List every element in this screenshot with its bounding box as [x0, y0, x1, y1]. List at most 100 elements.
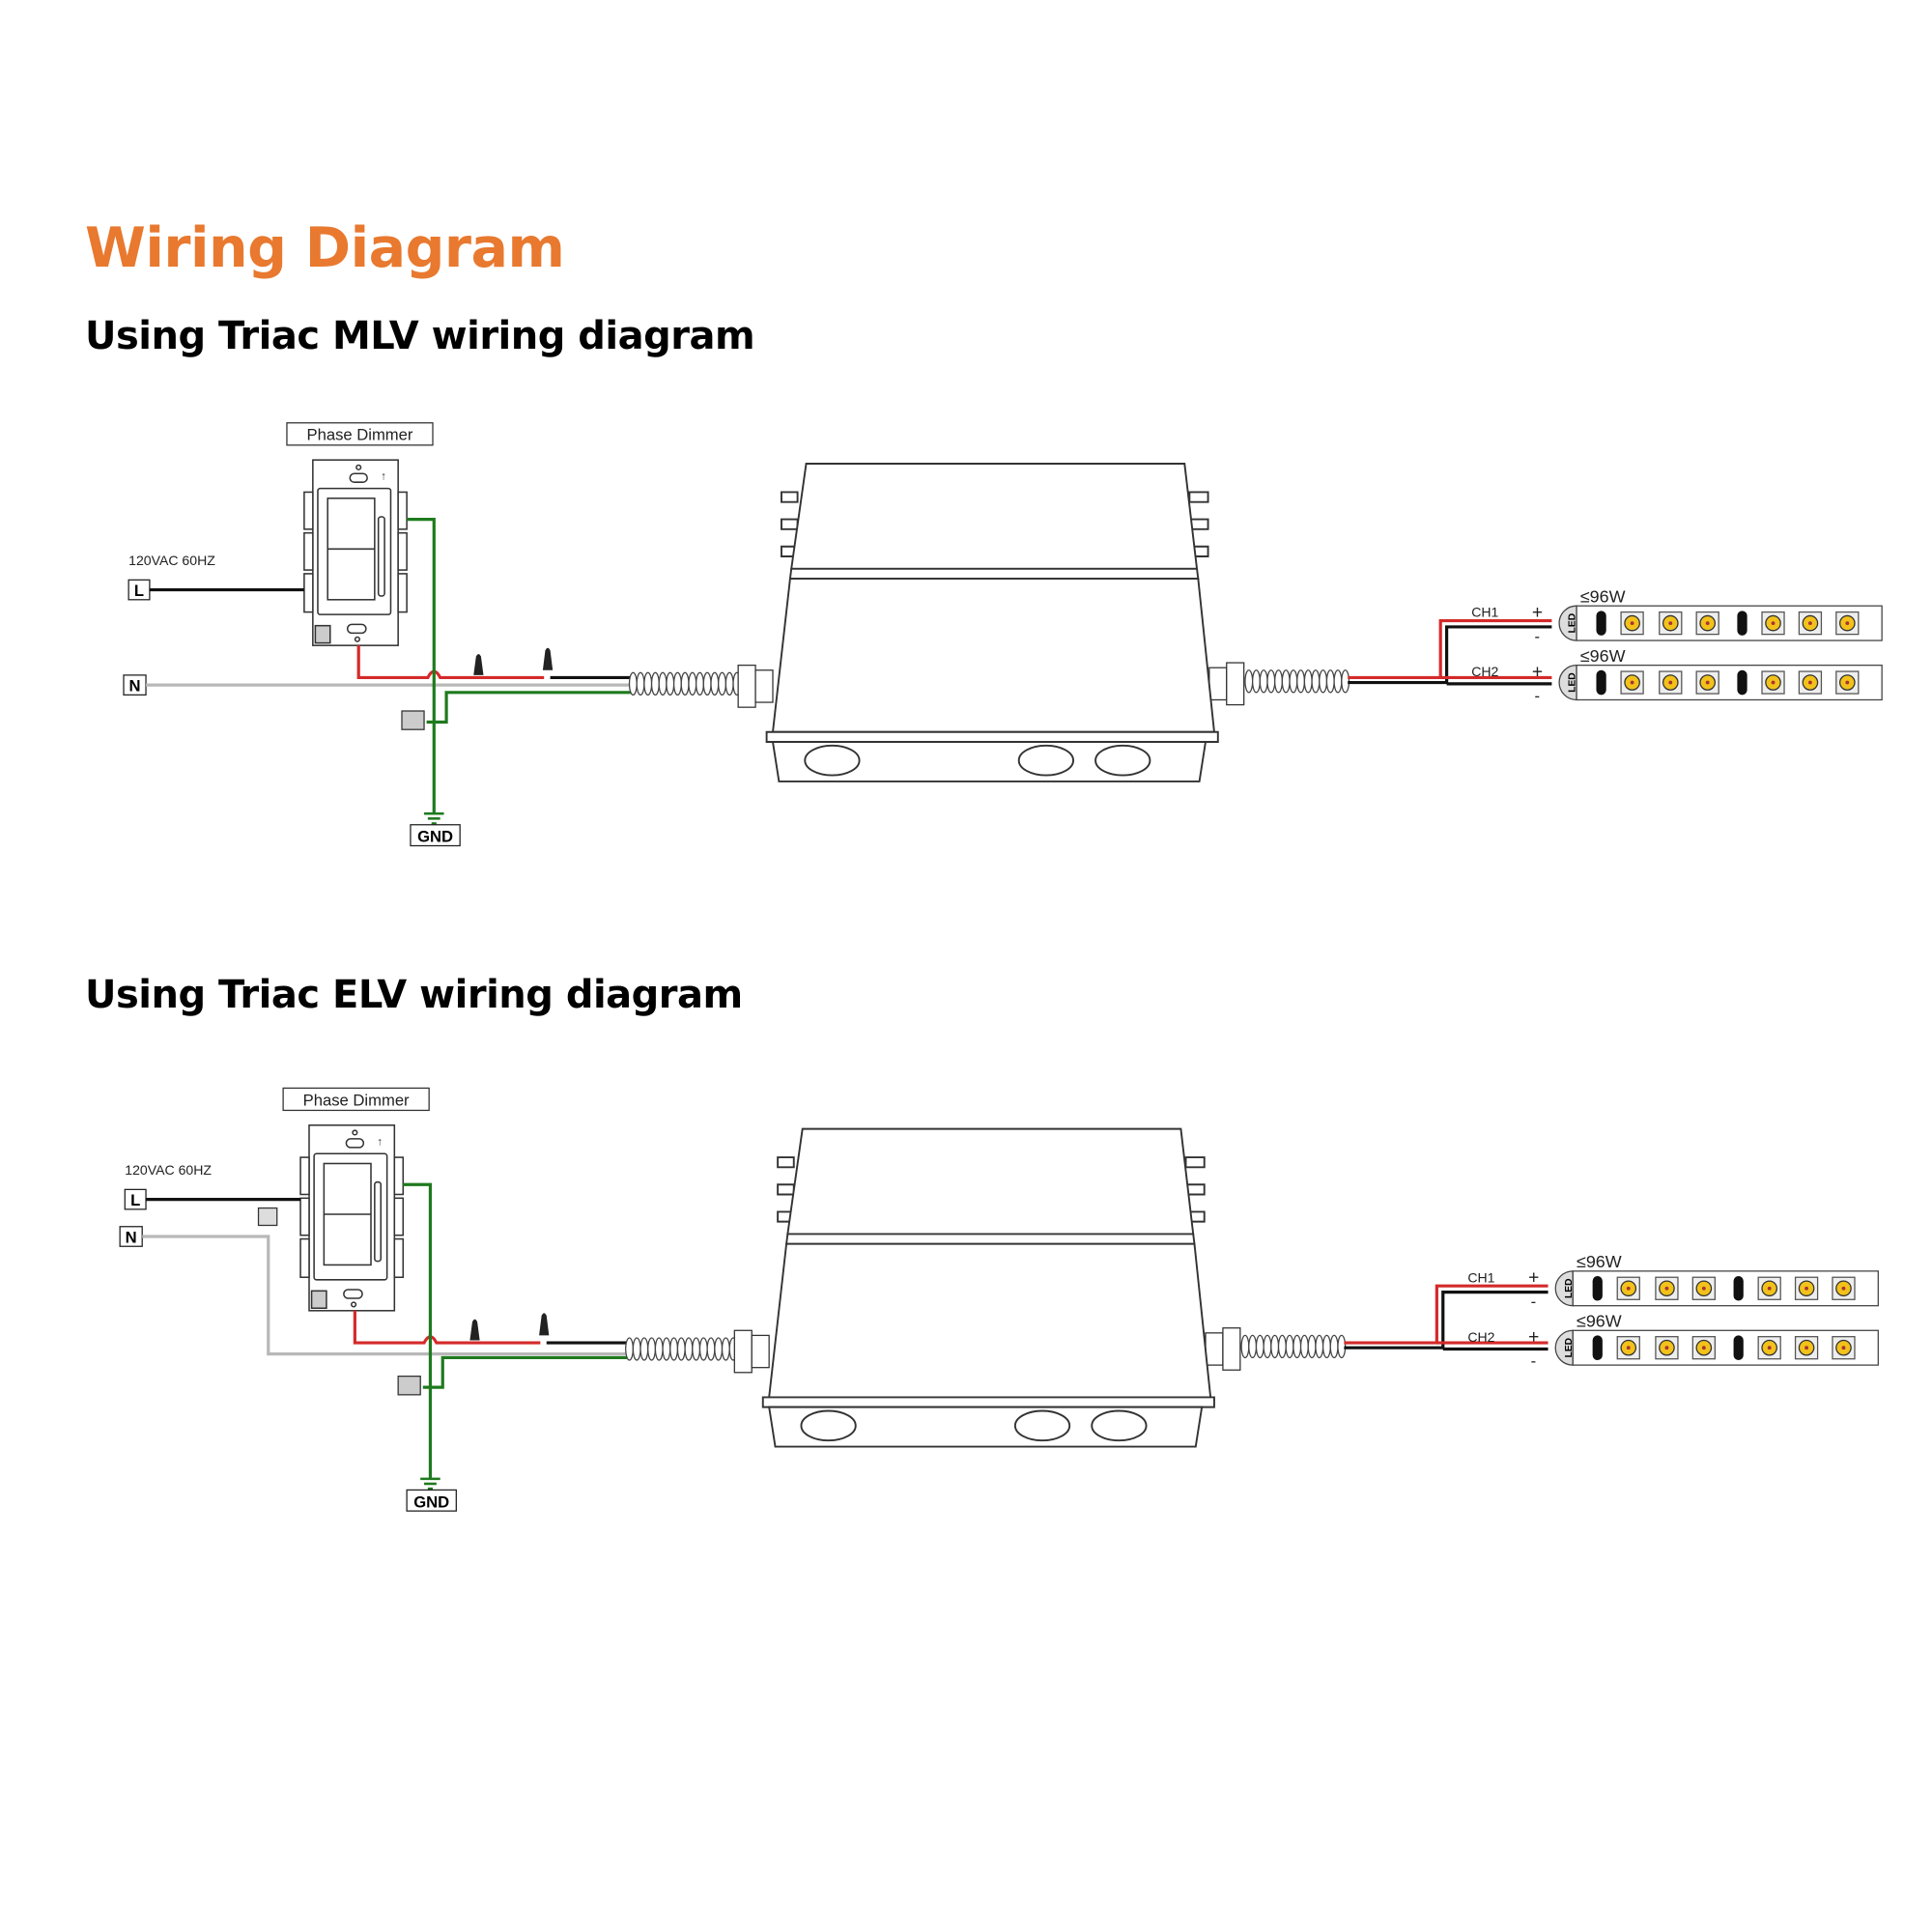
led-chip-icon [1835, 670, 1860, 695]
led-chip-icon [1832, 1336, 1856, 1360]
ground-wire [403, 1182, 433, 1479]
resistor-icon [1592, 1335, 1603, 1360]
ground-terminal: GND [406, 1489, 457, 1512]
led-chip-icon [1794, 1336, 1819, 1360]
led-chip-icon [1798, 670, 1823, 695]
led-chip-icon [1794, 1276, 1819, 1300]
resistor-icon [1733, 1335, 1744, 1360]
wire-nut-icon [539, 1313, 550, 1336]
phase-dimmer-text: Phase Dimmer [303, 1091, 410, 1109]
supply-voltage-label: 120VAC 60HZ [128, 553, 215, 568]
led-chip-icon [1616, 1276, 1640, 1300]
ground-wire [407, 518, 436, 814]
dimmed-live-wire [356, 645, 545, 680]
led-connector-icon [1558, 605, 1577, 641]
led-chip-icon [1659, 670, 1683, 695]
wire-nut-icon [469, 1319, 480, 1341]
led-connector-text: LED [1568, 672, 1578, 692]
resistor-icon [1596, 669, 1606, 696]
power-rating: ≤96W [1577, 1311, 1622, 1330]
led-chip-icon [1761, 611, 1785, 636]
led-chip-icon [1761, 670, 1785, 695]
led-connector-icon [1558, 664, 1577, 701]
neutral-connector-icon [257, 1207, 278, 1227]
phase-dimmer-label: Phase Dimmer [286, 422, 434, 446]
power-rating: ≤96W [1580, 646, 1626, 666]
led-connector-icon [1554, 1270, 1574, 1307]
input-conduit-icon [625, 1329, 770, 1374]
neutral-terminal: N [123, 674, 147, 696]
led-chip-icon [1835, 611, 1860, 636]
minus-sign: - [1534, 627, 1540, 645]
neutral-terminal-text: N [129, 677, 141, 696]
ground-wire-driver [422, 1355, 627, 1389]
ground-symbol-icon [424, 811, 444, 825]
line-terminal: L [124, 1188, 147, 1210]
led-chip-icon [1757, 1276, 1781, 1300]
resistor-icon [1592, 1275, 1603, 1301]
led-chip-icon [1620, 670, 1644, 695]
output-conduit-icon [1208, 662, 1350, 706]
mlv-diagram-heading: Using Triac MLV wiring diagram [85, 314, 755, 358]
resistor-icon [1737, 669, 1747, 696]
led-chip-icon [1655, 1336, 1679, 1360]
led-chip-icon [1616, 1336, 1640, 1360]
led-chip-icon [1757, 1336, 1781, 1360]
led-connector-icon [1554, 1329, 1574, 1366]
minus-sign: - [1531, 1351, 1537, 1370]
resistor-icon [1733, 1275, 1744, 1301]
dimmer-switch-icon: ↑ [299, 1124, 405, 1312]
ground-terminal-text: GND [413, 1492, 449, 1511]
ground-terminal-text: GND [417, 828, 453, 846]
plus-sign: + [1532, 662, 1543, 682]
line-terminal-text: L [134, 582, 144, 600]
dimmed-live-wire [353, 1310, 541, 1345]
led-chip-icon [1695, 611, 1719, 636]
led-chip-icon [1691, 1276, 1717, 1300]
ground-terminal: GND [410, 824, 461, 847]
dimmer-switch-icon: ↑ [303, 459, 408, 646]
neutral-wire [142, 1235, 627, 1356]
phase-dimmer-label: Phase Dimmer [282, 1087, 430, 1112]
power-rating: ≤96W [1580, 586, 1626, 606]
ground-wire-driver [426, 691, 631, 724]
channel-label: CH2 [1471, 664, 1498, 679]
plus-sign: + [1528, 1268, 1539, 1289]
line-terminal: L [128, 579, 151, 601]
ground-symbol-icon [420, 1477, 440, 1491]
led-connector-text: LED [1568, 613, 1578, 633]
input-conduit-icon [628, 665, 774, 708]
channel-label: CH1 [1467, 1269, 1494, 1285]
led-chip-icon [1655, 1276, 1679, 1300]
page-title: Wiring Diagram [85, 216, 565, 280]
ch1-negative-wire [1348, 625, 1552, 685]
led-driver-box [765, 463, 1219, 782]
channel-label: CH1 [1471, 605, 1498, 620]
led-chip-icon [1659, 611, 1683, 636]
led-connector-text: LED [1564, 1279, 1575, 1298]
mlv-wiring-diagram: Phase Dimmer ↑ 120VAC 60HZ L N GND CH1 + - ≤96W… [123, 422, 1883, 847]
led-chip-icon [1691, 1336, 1717, 1360]
minus-sign: - [1531, 1293, 1537, 1311]
led-chip-icon [1695, 670, 1719, 695]
ch1-negative-wire [1344, 1291, 1548, 1350]
led-connector-text: LED [1564, 1338, 1575, 1357]
svg-text:↑: ↑ [377, 1136, 383, 1148]
supply-voltage-label: 120VAC 60HZ [125, 1162, 212, 1178]
ch1-positive-wire [1348, 618, 1552, 680]
line-terminal-text: L [130, 1191, 140, 1209]
elv-diagram-heading: Using Triac ELV wiring diagram [85, 973, 743, 1017]
wire-nut-icon [542, 647, 554, 670]
phase-dimmer-text: Phase Dimmer [307, 426, 413, 444]
ch1-positive-wire [1344, 1284, 1548, 1345]
channel-label: CH2 [1467, 1329, 1494, 1345]
wire-nut-icon [473, 654, 484, 675]
output-conduit-icon [1205, 1327, 1347, 1371]
ground-connector-icon [401, 710, 425, 730]
